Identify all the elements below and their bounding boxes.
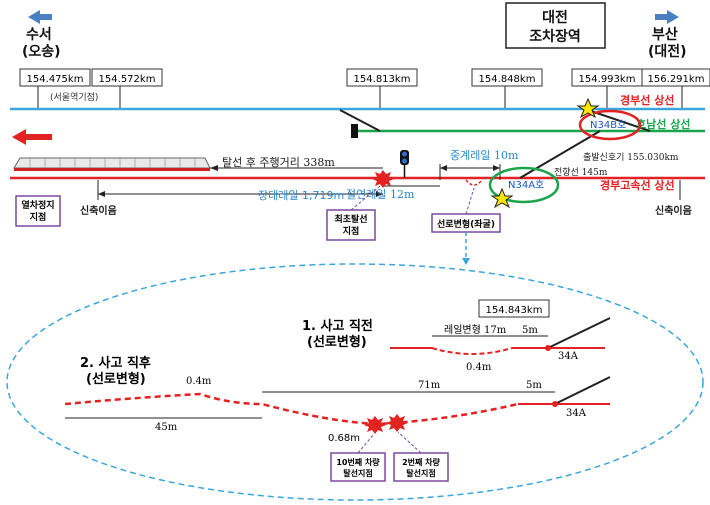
- d5m-a-label: 5m: [522, 325, 538, 336]
- d068-label: 0.68m: [328, 433, 360, 444]
- km-posts: 154.475km 154.572km 154.813km 154.848km …: [19, 68, 710, 108]
- train-stop-box: 열차정지 지점: [15, 195, 61, 227]
- burst-icon: [386, 414, 408, 432]
- first-derail-box: 최초탈선 지점: [326, 209, 376, 241]
- right-direction-sub: (대전): [648, 43, 687, 60]
- depot-box: [505, 2, 606, 49]
- sw-b-label: 34A: [566, 408, 587, 419]
- km-post-2: 154.572km: [99, 74, 156, 85]
- svg-text:2번째 차량: 2번째 차량: [402, 457, 440, 467]
- star-icon: [576, 97, 600, 119]
- km-post-4: 154.848km: [479, 74, 536, 85]
- burst-icon: [372, 170, 394, 188]
- km-post-3: 154.813km: [354, 74, 411, 85]
- svg-text:탈선지점: 탈선지점: [406, 468, 435, 478]
- n34a-ellipse: [488, 166, 560, 204]
- track-deform-box: 선로변형(좌굴): [431, 213, 501, 233]
- detail-km-box: 154.843km: [486, 305, 543, 316]
- rail-deform-label: 레일변형 17m: [444, 324, 507, 336]
- km-post-6: 156.291km: [648, 74, 705, 85]
- depot-line1: 대전: [542, 9, 568, 26]
- sep-rail-label: 절연레일 12m: [346, 187, 415, 201]
- right-direction: 부산: [652, 26, 678, 43]
- svg-text:10번째 차량: 10번째 차량: [336, 457, 380, 467]
- star-icon: [490, 187, 514, 209]
- n34b-ellipse: [578, 109, 642, 141]
- red-arrow-left-icon: [12, 129, 52, 145]
- switch-n34a: N34A호: [508, 179, 544, 191]
- ktx-label: 경부고속선 상선: [600, 178, 675, 192]
- d04-b-label: 0.4m: [186, 376, 212, 387]
- header: 수서 (오송) 대전 조차장역 부산 (대전): [22, 2, 687, 60]
- depot-line2: 조차장역: [529, 28, 581, 45]
- joint-rail-label: 중계레일 10m: [450, 148, 519, 162]
- d71-label: 71m: [418, 380, 441, 391]
- run-distance-label: 탈선 후 주행거리 338m: [222, 156, 335, 169]
- before-title: 1. 사고 직전: [302, 318, 373, 334]
- sw-a-label: 34A: [558, 351, 579, 362]
- detail-ellipse: [6, 263, 704, 501]
- joint-right: 신축이음: [655, 204, 692, 217]
- d5m-b-label: 5m: [526, 380, 542, 391]
- gyeongbu-label: 경부선 상선: [620, 93, 674, 107]
- after-title: 2. 사고 직후: [80, 355, 151, 371]
- svg-text:최초탈선: 최초탈선: [334, 213, 367, 225]
- svg-text:선로변형(좌굴): 선로변형(좌굴): [437, 218, 495, 230]
- signal-icon: [400, 150, 409, 178]
- switch-n34b: N34B호: [590, 119, 626, 131]
- car10-box: 10번째 차량 탈선지점: [330, 452, 386, 482]
- svg-text:열차정지: 열차정지: [21, 199, 54, 211]
- car2-box: 2번째 차량 탈선지점: [393, 452, 449, 482]
- svg-text:지점: 지점: [30, 211, 47, 223]
- joint-left: 신축이음: [80, 204, 117, 217]
- left-direction: 수서: [26, 27, 52, 43]
- svg-text:지점: 지점: [343, 225, 360, 237]
- arrow-left-icon: [28, 10, 52, 24]
- d45-label: 45m: [155, 422, 178, 433]
- before-title-sub: (선로변형): [307, 334, 367, 350]
- svg-text:탈선지점: 탈선지점: [343, 468, 372, 478]
- km-post-1: 154.475km: [27, 74, 84, 85]
- train: [13, 157, 211, 171]
- after-title-sub: (선로변형): [86, 371, 146, 387]
- km-note: (서울역기점): [50, 91, 98, 103]
- honam-label: 호남선 상선: [636, 117, 690, 131]
- left-direction-sub: (오송): [22, 44, 61, 60]
- arrow-right-icon: [655, 10, 679, 24]
- start-signal-label: 출발신호기 155.030km: [583, 152, 679, 163]
- burst-icon: [364, 416, 386, 434]
- bumper-block: [351, 124, 358, 138]
- wing-rail-label: 전향선 145m: [554, 166, 608, 178]
- km-post-5: 154.993km: [579, 74, 636, 85]
- d04-a-label: 0.4m: [466, 362, 492, 373]
- long-rail-label: 장대레일 1,719m: [258, 188, 344, 202]
